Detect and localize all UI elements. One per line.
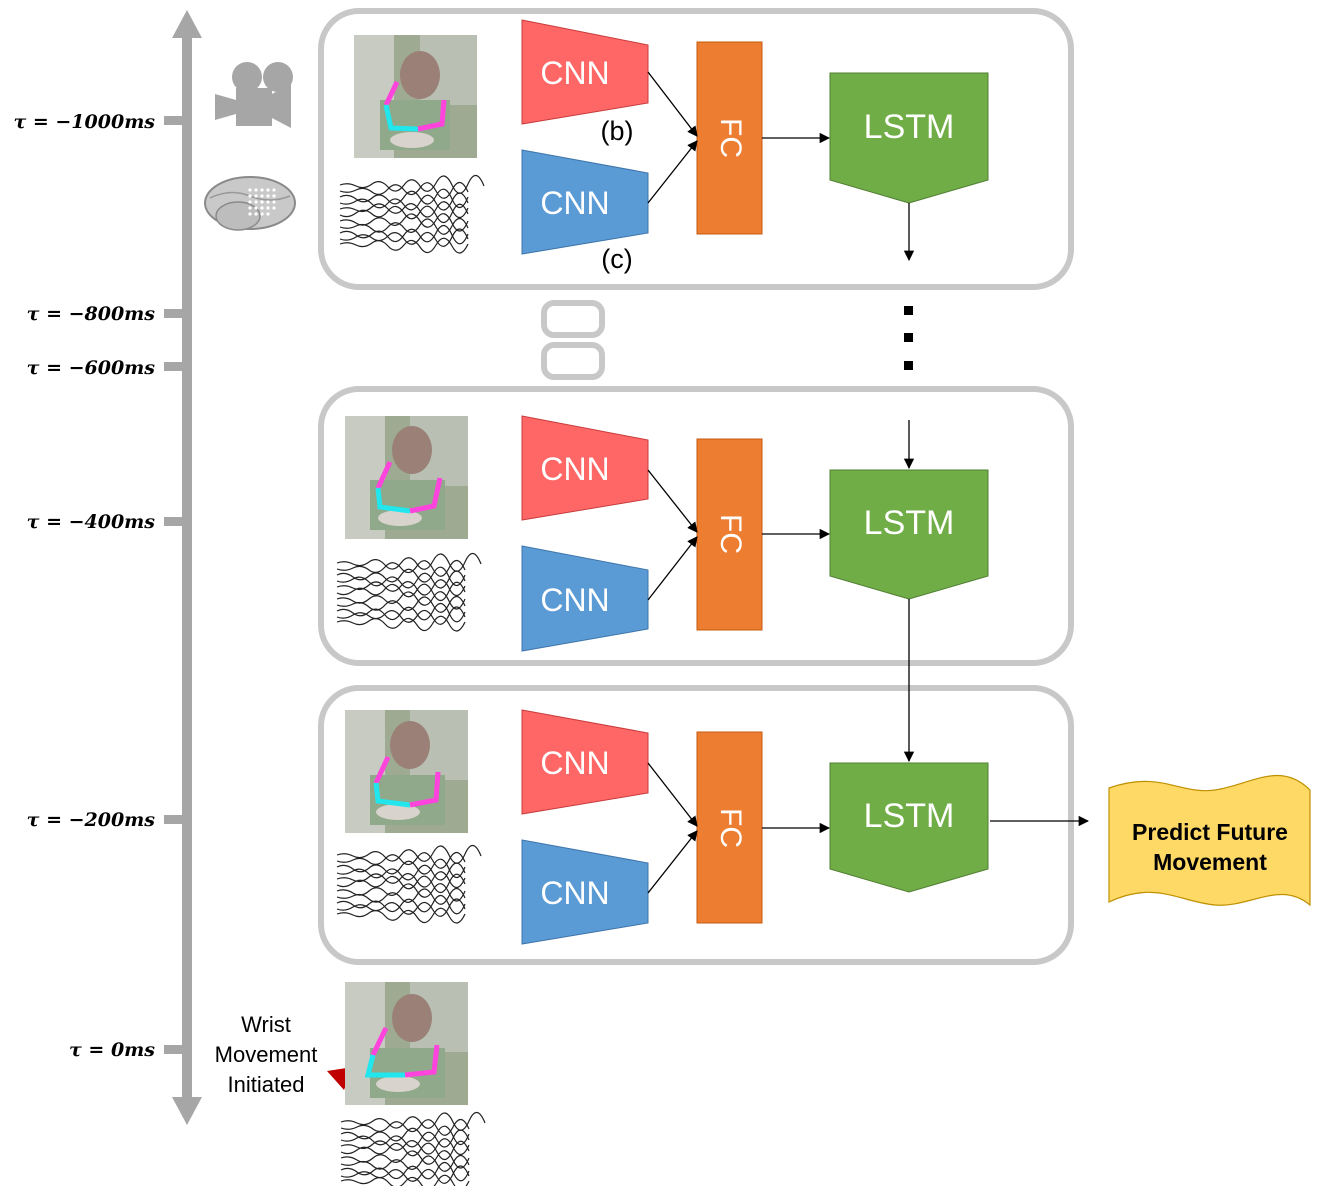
- fc-label: FC: [714, 514, 747, 554]
- ecog-signal-traces: [339, 174, 485, 254]
- timeline-tick: [164, 815, 187, 824]
- cnn-ecog-trapezoid: [521, 839, 649, 945]
- timeline-arrow-bottom: [172, 1097, 202, 1125]
- ecog-signal-traces: [336, 552, 482, 632]
- timeline: τ = −1000ms τ = −800ms τ = −600ms τ = −4…: [13, 10, 202, 1125]
- lstm-cell: [829, 72, 989, 204]
- video-frame-thumbnail: [345, 710, 468, 833]
- connector-arrow: [647, 762, 698, 827]
- timeline-tick: [164, 517, 187, 526]
- connector-arrow: [647, 469, 698, 533]
- tick-label: τ = −400ms: [27, 511, 156, 533]
- cnn-video-trapezoid: [521, 19, 649, 125]
- collapsed-block: [541, 342, 605, 380]
- collapsed-block: [541, 300, 605, 338]
- cnn-label: CNN: [540, 185, 609, 221]
- cnn-ecog-trapezoid: [521, 545, 649, 652]
- video-frame-thumbnail: [354, 35, 477, 158]
- fc-label: FC: [714, 118, 747, 158]
- video-frame-thumbnail: [345, 982, 468, 1105]
- tick-label: τ = −800ms: [27, 303, 156, 325]
- brain-icon: [204, 176, 296, 231]
- lstm-label: LSTM: [864, 797, 955, 835]
- lstm-cell: [829, 469, 989, 600]
- connector-arrow: [647, 536, 698, 601]
- output-banner: [1108, 774, 1311, 907]
- event-label: Initiated: [227, 1072, 304, 1097]
- fc-layer-box: [696, 41, 763, 235]
- subfigure-tag: (c): [601, 244, 632, 274]
- time-block-frame: [318, 685, 1074, 965]
- cnn-label: CNN: [540, 582, 609, 618]
- event-label: Movement: [215, 1042, 318, 1067]
- time-block-frame: [318, 8, 1074, 290]
- cnn-label: CNN: [540, 745, 609, 781]
- lstm-label: LSTM: [864, 504, 955, 542]
- output-label: Predict Future: [1132, 819, 1288, 845]
- connector-arrow: [647, 71, 698, 137]
- fc-label: FC: [714, 808, 747, 848]
- cnn-video-trapezoid: [521, 415, 649, 521]
- connector-arrow: [647, 140, 698, 204]
- timeline-tick: [164, 116, 187, 125]
- timeline-tick: [164, 1045, 187, 1054]
- lstm-label: LSTM: [864, 108, 955, 146]
- ecog-signal-traces: [336, 844, 482, 924]
- time-block-frame: [318, 386, 1074, 666]
- tick-label: τ = −1000ms: [13, 111, 155, 133]
- cnn-label: CNN: [540, 451, 609, 487]
- timeline-tick: [164, 309, 187, 318]
- timeline-tick: [164, 362, 187, 371]
- ellipsis-dots: [904, 306, 913, 370]
- tick-label: τ = −200ms: [27, 809, 156, 831]
- cnn-label: CNN: [540, 55, 609, 91]
- cnn-video-trapezoid: [521, 709, 649, 815]
- lstm-cell: [829, 762, 989, 893]
- video-frame-thumbnail: [345, 416, 468, 539]
- subfigure-tag: (b): [601, 116, 634, 146]
- timeline-arrow-top: [172, 10, 202, 38]
- cnn-label: CNN: [540, 875, 609, 911]
- cnn-ecog-trapezoid: [521, 149, 649, 255]
- fc-layer-box: [696, 731, 763, 924]
- ecog-signal-traces: [340, 1111, 486, 1186]
- event-label: Wrist: [241, 1012, 291, 1037]
- connector-arrow: [647, 830, 698, 894]
- video-camera-icon: [215, 62, 293, 128]
- output-label: Movement: [1153, 849, 1267, 875]
- tick-label: τ = −600ms: [27, 357, 156, 379]
- tick-label: τ = 0ms: [69, 1039, 155, 1061]
